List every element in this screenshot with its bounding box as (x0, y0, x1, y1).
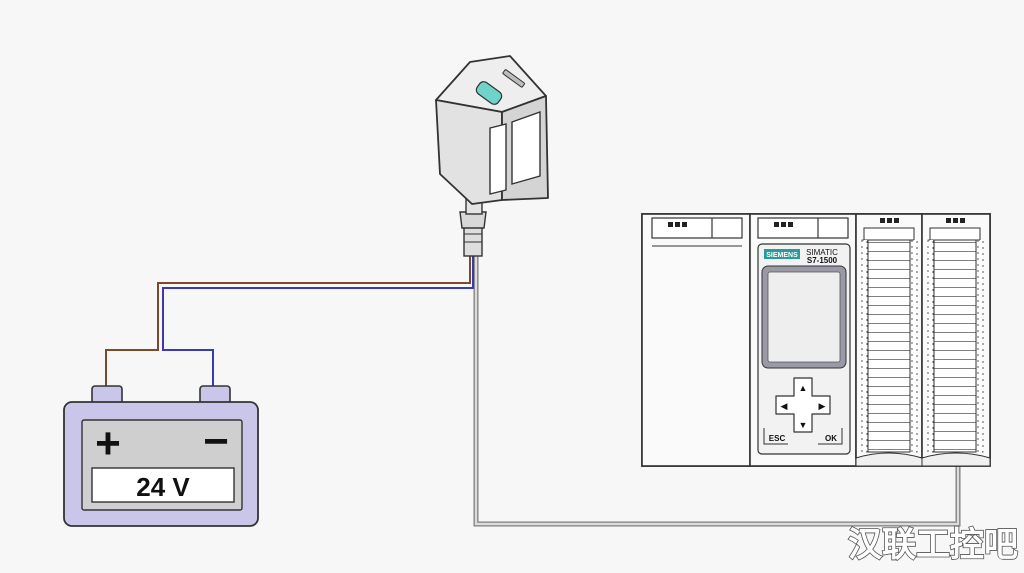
battery-minus-symbol: − (203, 417, 229, 466)
watermark-text: 汉联工控吧 (848, 526, 1018, 564)
battery: + − 24 V (63, 385, 259, 527)
plc-brand-badge (764, 249, 800, 259)
plc-model-line1: SIMATIC (806, 248, 838, 257)
plc-ok-label: OK (825, 434, 837, 443)
sensor-cable-gland (463, 225, 483, 257)
battery-plus-symbol: + (95, 419, 121, 468)
plc-io-module-1 (855, 213, 923, 467)
plc-arrow-left-button[interactable]: ◀ (781, 401, 788, 411)
sensor-left-face (435, 99, 503, 205)
plc-display-screen (767, 271, 841, 363)
power-wire-blue (162, 256, 474, 390)
battery-label-box (91, 467, 235, 503)
plc-arrow-down-button[interactable]: ▼ (799, 420, 808, 430)
optical-sensor (435, 55, 549, 257)
plc-arrow-up-button[interactable]: ▲ (799, 383, 808, 393)
plc-ok-button[interactable]: OK (818, 428, 843, 445)
plc-io-module-2 (921, 213, 991, 467)
plc-rack: SIEMENS SIMATIC S7-1500 ▲ ▼ ◀ ▶ ESC OK (641, 213, 991, 467)
plc-esc-label: ESC (769, 434, 786, 443)
plc-navigation-pad[interactable]: ▲ ▼ ◀ ▶ (775, 377, 831, 433)
battery-voltage-label: 24 V (136, 472, 190, 502)
sensor-lens-window-right (511, 111, 541, 185)
plc-arrow-right-button[interactable]: ▶ (819, 401, 826, 411)
wires (105, 256, 961, 527)
sensor-indicator-slot (502, 69, 525, 88)
plc-esc-button[interactable]: ESC (763, 428, 788, 445)
watermark: 汉联工控吧 (847, 525, 1019, 565)
plc-model-line2: S7-1500 (807, 256, 838, 265)
plc-brand-logo: SIEMENS (766, 252, 798, 259)
sensor-lens-window-left (489, 123, 507, 195)
power-wire-brown (105, 256, 471, 390)
plc-power-module (641, 213, 751, 467)
sensor-status-led (475, 81, 503, 105)
